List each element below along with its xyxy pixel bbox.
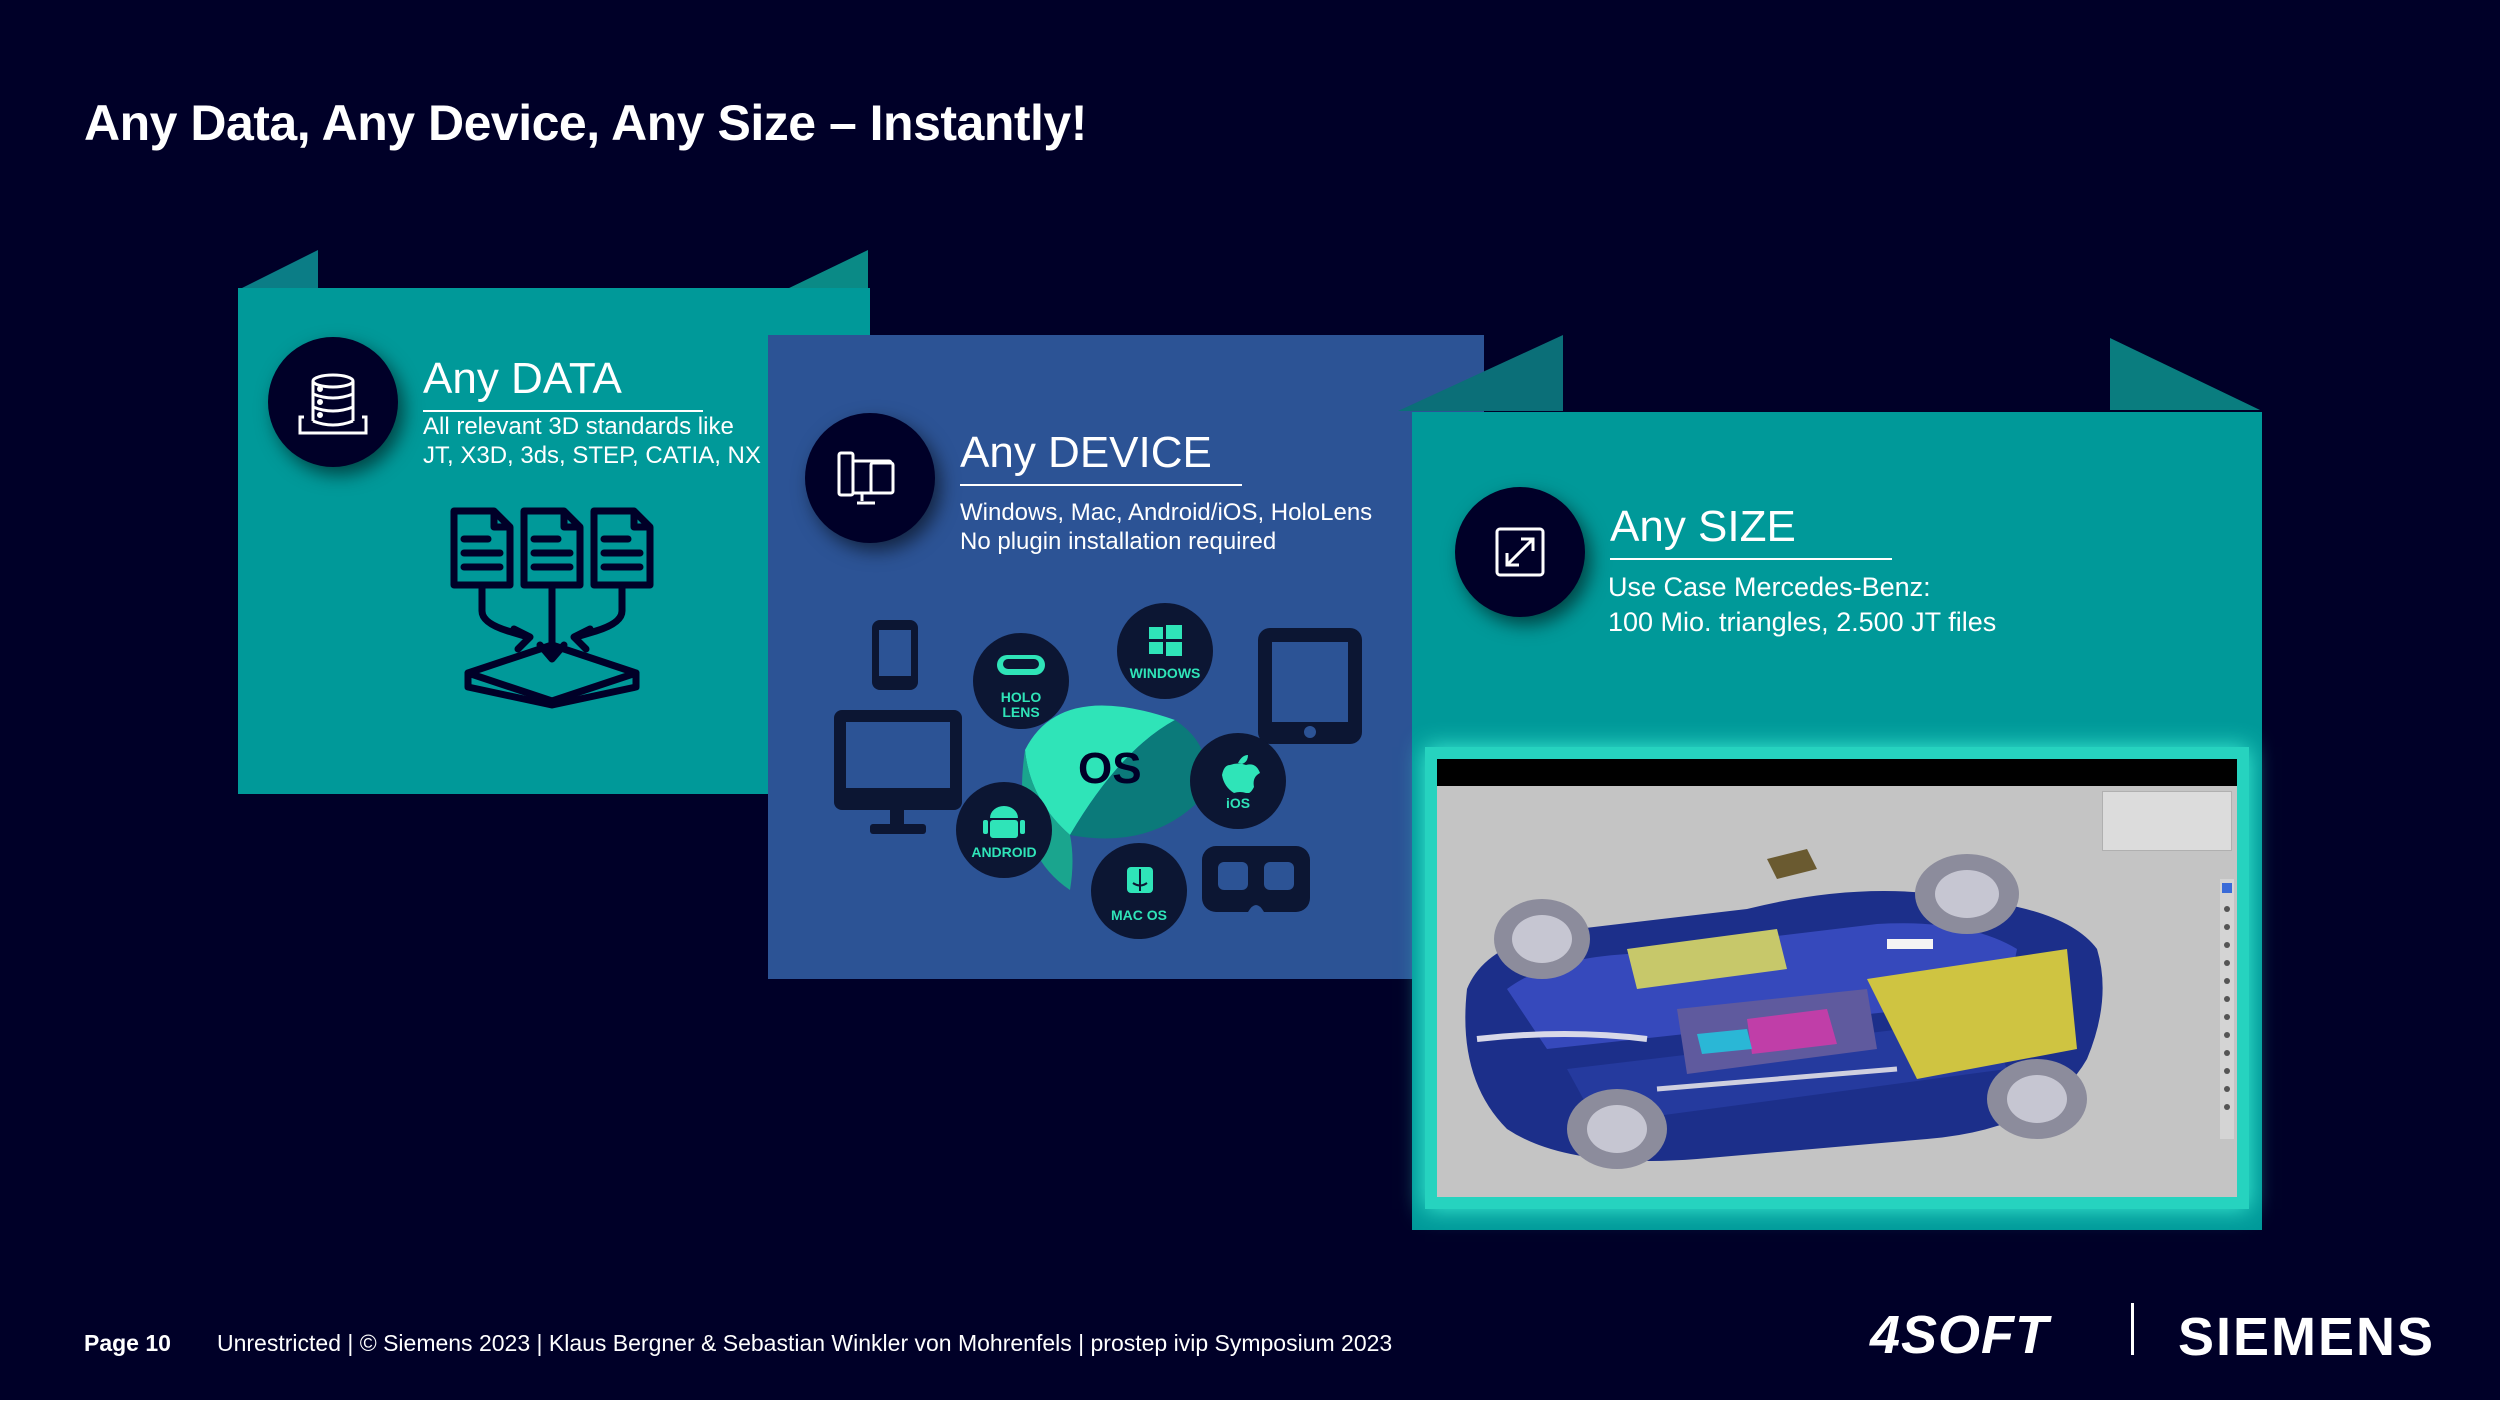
hololens-label-1: HOLO <box>1000 689 1042 705</box>
ios-label: iOS <box>1225 795 1251 811</box>
data-card-title: Any DATA <box>423 354 703 412</box>
device-card-line1: Windows, Mac, Android/iOS, HoloLens <box>960 499 1373 526</box>
macos-label: MAC OS <box>1111 907 1167 923</box>
macos-bubble: MAC OS <box>1091 843 1187 939</box>
logo-siemens-text: SIEMENS <box>2178 1307 2436 1367</box>
size-icon-circle <box>1455 487 1585 617</box>
logo-divider <box>2131 1303 2134 1355</box>
size-card-line2: 100 Mio. triangles, 2.500 JT files <box>1608 607 1997 637</box>
device-card-title: Any DEVICE <box>960 428 1242 486</box>
device-card-title-text: Any DEVICE <box>960 428 1212 477</box>
data-card-title-text: Any DATA <box>423 354 622 403</box>
mac-finder-icon <box>1127 867 1153 893</box>
viewer-tool-icons <box>2222 883 2232 1110</box>
apple-icon <box>1222 755 1260 794</box>
data-icon-circle <box>268 337 398 467</box>
vr-headset-icon <box>1202 846 1310 912</box>
data-card-description: All relevant 3D standards like JT, X3D, … <box>423 412 761 470</box>
size-card-title-underline <box>1610 558 1892 560</box>
data-card-line2: JT, X3D, 3ds, STEP, CATIA, NX <box>423 442 761 469</box>
car-underside-model <box>1465 849 2103 1169</box>
size-card-line1: Use Case Mercedes-Benz: <box>1608 572 1931 602</box>
windows-bubble: WINDOWS <box>1117 603 1213 699</box>
ios-bubble: iOS <box>1190 733 1286 829</box>
footer-page-number: Page 10 <box>84 1330 171 1356</box>
device-card-title-underline <box>960 484 1242 486</box>
footer-info: Unrestricted | © Siemens 2023 | Klaus Be… <box>217 1330 1393 1356</box>
hololens-icon <box>997 655 1045 675</box>
phone-icon <box>872 620 918 690</box>
os-diagram <box>834 620 1362 912</box>
data-card-title-underline <box>423 410 703 412</box>
windows-label: WINDOWS <box>1129 665 1201 681</box>
android-icon <box>983 806 1025 838</box>
viewer-navcube-panel[interactable] <box>2102 791 2232 851</box>
device-icon-circle <box>805 413 935 543</box>
database-icon <box>298 373 368 435</box>
android-label: ANDROID <box>971 844 1037 860</box>
hololens-label-2: LENS <box>1002 704 1040 720</box>
hololens-bubble: HOLO LENS <box>973 633 1069 729</box>
windows-icon <box>1149 625 1182 656</box>
device-card-line2: No plugin installation required <box>960 528 1277 555</box>
slide-title: Any Data, Any Device, Any Size – Instant… <box>84 95 1087 151</box>
files-merge-icon <box>450 507 654 709</box>
car-model-viewer[interactable] <box>1437 759 2237 1197</box>
data-card-line1: All relevant 3D standards like <box>423 413 734 440</box>
viewer-side-toolbar[interactable] <box>2220 879 2234 1139</box>
devices-icon <box>837 451 895 505</box>
car-wheels <box>1494 854 2087 1169</box>
os-center-label: OS <box>1078 744 1142 793</box>
size-card-title: Any SIZE <box>1610 502 1892 560</box>
size-card-title-text: Any SIZE <box>1610 502 1796 551</box>
logo-4soft-text: 4SOFT <box>1870 1305 2050 1365</box>
android-bubble: ANDROID <box>956 782 1052 878</box>
monitor-icon <box>834 710 962 834</box>
device-card-description: Windows, Mac, Android/iOS, HoloLens No p… <box>960 498 1372 556</box>
expand-icon <box>1495 527 1545 577</box>
logo-4soft: 4SOFT <box>1870 1304 2049 1366</box>
tablet-icon <box>1258 628 1362 744</box>
logo-siemens: SIEMENS <box>2178 1306 2435 1368</box>
viewer-top-bar <box>1437 759 2237 786</box>
size-card-description: Use Case Mercedes-Benz: 100 Mio. triangl… <box>1608 570 1996 640</box>
